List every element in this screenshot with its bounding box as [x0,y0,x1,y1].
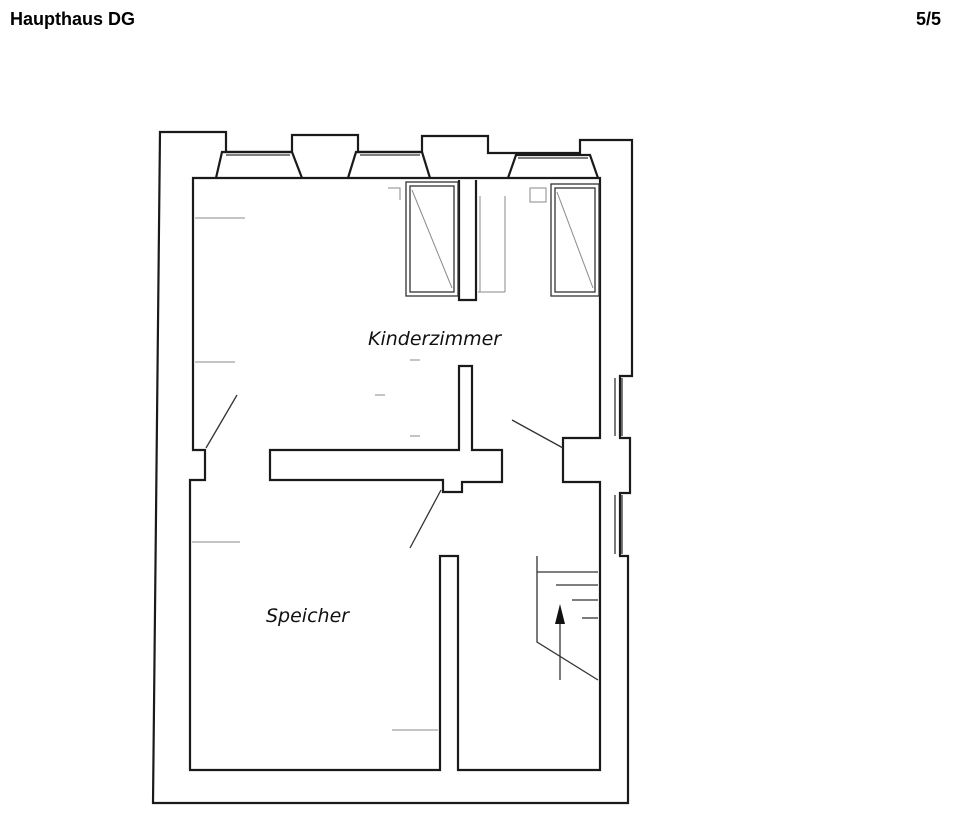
arrow-up-icon [555,604,565,624]
page-number: 5/5 [915,9,941,29]
room-label-speicher: Speicher [266,605,350,627]
dormer-windows [214,150,600,179]
exterior-walls [151,130,634,805]
side-windows [614,378,623,554]
room-label-kinderzimmer: Kinderzimmer [368,328,502,350]
document-title: Haupthaus DG [10,9,136,29]
built-in-cupboards [388,181,600,297]
ceiling-slope-lines [192,217,438,731]
door-swings [205,394,564,549]
interior-walls [268,180,504,494]
staircase [536,556,599,681]
